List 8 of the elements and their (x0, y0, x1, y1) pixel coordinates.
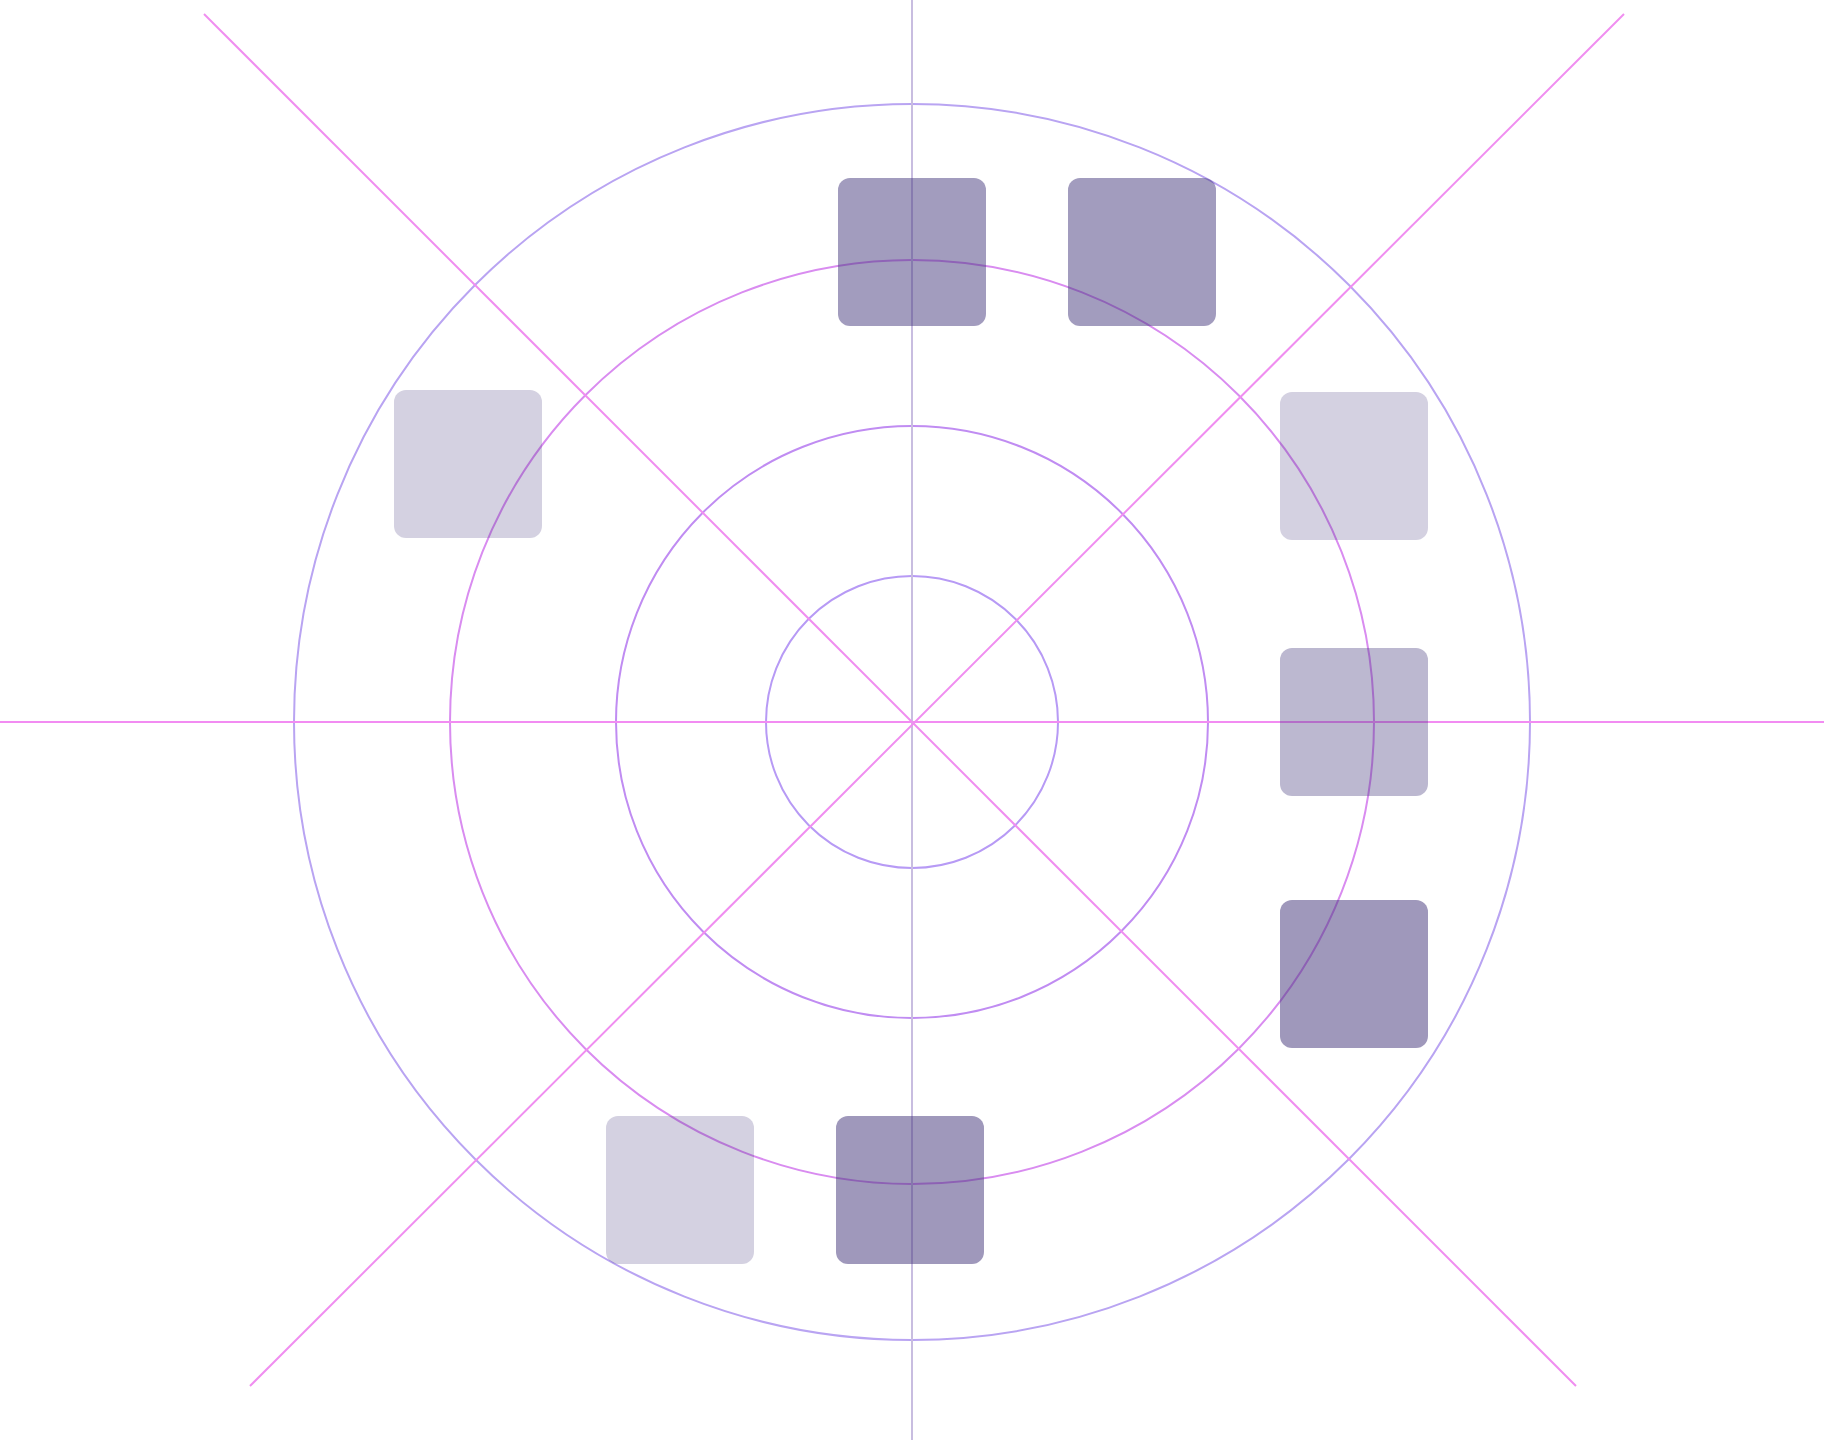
square-tile (1068, 178, 1216, 326)
square-tile (1280, 392, 1428, 540)
square-tile (836, 1116, 984, 1264)
square-tile (606, 1116, 754, 1264)
square-tile (838, 178, 986, 326)
square-tile (1280, 648, 1428, 796)
square-tile (1280, 900, 1428, 1048)
square-tile (394, 390, 542, 538)
